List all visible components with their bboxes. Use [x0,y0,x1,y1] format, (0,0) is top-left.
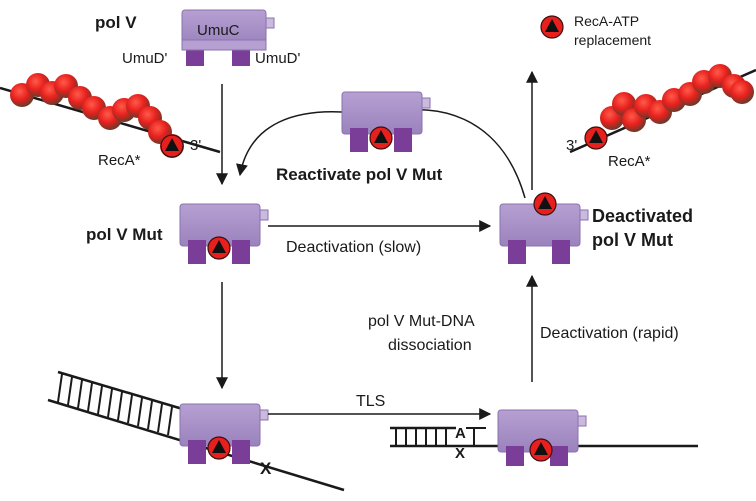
umud-left-label: UmuD' [122,50,168,67]
reca-atp-legend-icon [540,15,564,39]
pol-v-mut-label: pol V Mut [86,225,163,244]
tls-right-complex [497,409,587,466]
tls-label: TLS [356,393,385,410]
reactivate-label: Reactivate pol V Mut [276,165,443,184]
deactivation-slow-label: Deactivation (slow) [286,239,421,256]
reca-star-left-label: RecA* [98,152,141,169]
pol-v-label: pol V [95,13,137,32]
legend-line1: RecA-ATP [574,13,639,29]
tls-left-complex [179,403,269,464]
reca-depleted-site-right [584,126,608,150]
umuc-label: UmuC [197,22,240,39]
reca-filament-right [569,64,756,154]
base-a-label: A [455,425,466,442]
deactivated-line2: pol V Mut [592,230,673,250]
dissociation-line1: pol V Mut-DNA [368,313,475,330]
pol-v-complex [181,9,275,66]
base-x-label: X [455,445,465,462]
reca-atp-icon-left [160,134,184,158]
deactivated-complex [499,192,589,264]
dissociation-line2: dissociation [388,337,472,354]
three-prime-left: 3' [190,137,201,154]
lesion-x-left: X [260,459,272,478]
dna-left [47,370,345,492]
reactivating-complex [341,91,431,152]
reca-filament-left [0,73,221,158]
three-prime-right: 3' [566,137,577,154]
umud-right-label: UmuD' [255,50,301,67]
pol-v-mut-complex [179,203,269,264]
reca-star-right-label: RecA* [608,153,651,170]
legend-line2: replacement [574,32,651,48]
deactivated-line1: Deactivated [592,206,693,226]
deactivation-rapid-label: Deactivation (rapid) [540,325,679,342]
